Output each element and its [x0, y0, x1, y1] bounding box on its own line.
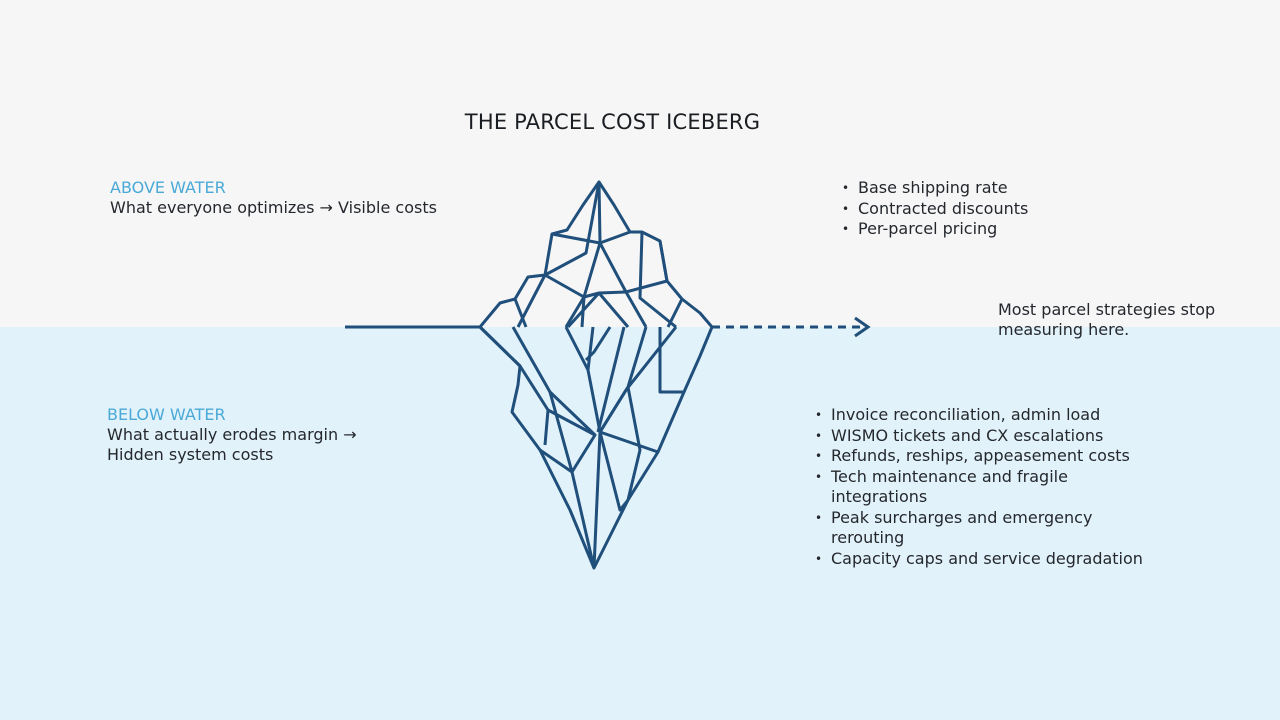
hidden-costs-list: Invoice reconciliation, admin load WISMO…: [813, 405, 1158, 569]
waterline-note: Most parcel strategies stop measuring he…: [998, 300, 1216, 339]
list-item: WISMO tickets and CX escalations: [813, 426, 1158, 447]
list-item: Base shipping rate: [840, 178, 1200, 199]
list-item: Contracted discounts: [840, 199, 1200, 220]
waterline-arrowhead: [854, 316, 871, 338]
list-item: Invoice reconciliation, admin load: [813, 405, 1158, 426]
below-water-kicker: BELOW WATER: [107, 405, 226, 424]
list-item: Peak surcharges and emergency rerouting: [813, 508, 1158, 549]
below-water-label: BELOW WATER What actually erodes margin …: [107, 405, 407, 465]
list-item: Refunds, reships, appeasement costs: [813, 446, 1158, 467]
below-water-description: What actually erodes margin → Hidden sys…: [107, 425, 357, 464]
above-water-label: ABOVE WATER What everyone optimizes → Vi…: [110, 178, 490, 218]
iceberg-tip: [478, 180, 714, 329]
iceberg-underwater: [478, 325, 714, 570]
list-item: Capacity caps and service degradation: [813, 549, 1158, 570]
page-title: THE PARCEL COST ICEBERG: [464, 110, 761, 134]
list-item: Per-parcel pricing: [840, 219, 1200, 240]
visible-costs-list: Base shipping rate Contracted discounts …: [840, 178, 1200, 240]
list-item: Tech maintenance and fragile integration…: [813, 467, 1158, 508]
above-water-kicker: ABOVE WATER: [110, 178, 226, 197]
above-water-description: What everyone optimizes → Visible costs: [110, 198, 437, 217]
